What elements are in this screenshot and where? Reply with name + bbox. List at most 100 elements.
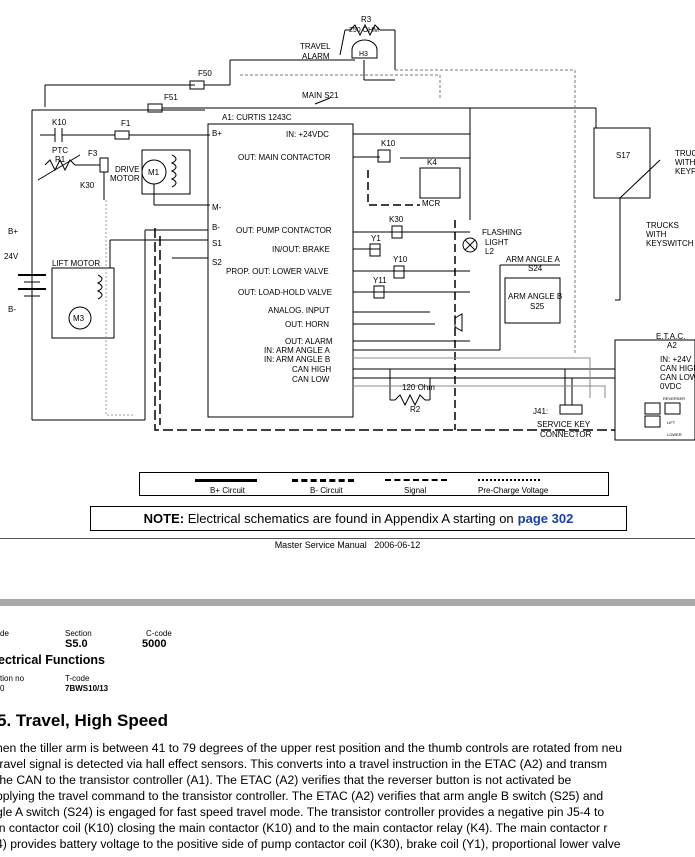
b-minus-terminal: B- [212, 223, 220, 232]
version-label: tion no [0, 674, 25, 683]
etac-pin-24v: IN: +24V [660, 355, 692, 364]
in-arm-angle-b: IN: ARM ANGLE B [264, 355, 330, 364]
version-value: 0 [0, 684, 5, 693]
out-pump-contactor: OUT: PUMP CONTACTOR [236, 226, 332, 235]
section-value: S5.0 [65, 638, 88, 650]
service-key-line2: CONNECTOR [540, 430, 592, 439]
page-separator [0, 599, 695, 606]
ccode-label: C-code [146, 629, 172, 638]
page-link[interactable]: page 302 [517, 511, 574, 526]
prop-lower-valve: PROP. OUT: LOWER VALVE [226, 267, 329, 276]
precharge-line [478, 479, 540, 481]
y10-label: Y10 [393, 255, 408, 264]
battery-bminus: B- [8, 305, 16, 314]
flashing-light-line3: L2 [485, 247, 494, 256]
f3-label: F3 [88, 149, 98, 158]
paragraph-line: hen the tiller arm is between 41 to 79 d… [0, 741, 622, 755]
j41-label: J41: [533, 407, 548, 416]
note-box: NOTE: Electrical schematics are found in… [90, 506, 627, 531]
ccode-value: 5000 [142, 638, 167, 650]
note-label: NOTE: [143, 511, 185, 526]
trucks-keyswitch-3: KEYSWITCH [646, 239, 694, 248]
arm-angle-a-id: S24 [528, 264, 543, 273]
s1-terminal: S1 [212, 239, 222, 248]
ptc-line1: PTC [52, 146, 68, 155]
note-text: Electrical schematics are found in Appen… [187, 511, 514, 526]
etac-pin-0vdc: 0VDC [660, 382, 682, 391]
etac-lower: LOWER [667, 432, 682, 437]
k10-label: K10 [52, 118, 67, 127]
schematic-legend: B+ Circuit B- Circuit Signal Pre-Charge … [139, 472, 609, 496]
m3-label: M3 [73, 314, 85, 323]
y1-label: Y1 [371, 234, 381, 243]
service-key-line1: SERVICE KEY [537, 420, 591, 429]
in-24vdc: IN: +24VDC [286, 130, 329, 139]
paragraph-line: in contactor coil (K10) closing the main… [0, 821, 608, 835]
signal-line [385, 479, 447, 481]
out-alarm: OUT: ALARM [285, 337, 333, 346]
main-switch-label: MAIN S21 [302, 91, 339, 100]
etac-reverser: REVERSER [663, 396, 685, 401]
etac-pin-can-high: CAN HIGH [660, 364, 695, 373]
etac-id: A2 [667, 341, 677, 350]
out-loadhold-valve: OUT: LOAD-HOLD VALVE [238, 288, 332, 297]
can-low: CAN LOW [292, 375, 330, 384]
lift-motor-label: LIFT MOTOR [52, 259, 100, 268]
f51-label: F51 [164, 93, 178, 102]
section-heading: 5. Travel, High Speed [0, 711, 169, 730]
r2-value: 120 Ohm [402, 383, 435, 392]
truck-keyswitch-right-2: WITH [675, 158, 695, 167]
paragraph-line: travel signal is detected via hall effec… [0, 757, 608, 771]
drive-motor-line1: DRIVE [115, 165, 139, 174]
bminus-circuit-label: B- Circuit [310, 486, 343, 495]
in-arm-angle-a: IN: ARM ANGLE A [264, 346, 330, 355]
paragraph-line: 4) provides battery voltage to the posit… [0, 837, 621, 851]
out-main-contactor: OUT: MAIN CONTACTOR [238, 153, 331, 162]
paragraph-line: pplying the travel command to the transi… [0, 789, 604, 803]
precharge-label: Pre-Charge Voltage [478, 486, 549, 495]
body-paragraph: hen the tiller arm is between 41 to 79 d… [0, 740, 695, 852]
section-label: Section [65, 629, 92, 638]
battery-voltage: 24V [4, 252, 19, 261]
drive-motor-line2: MOTOR [110, 174, 140, 183]
f1-label: F1 [121, 119, 131, 128]
s2-terminal: S2 [212, 258, 222, 267]
code-label: de [0, 629, 9, 638]
r3-label: R3 [361, 15, 372, 24]
truck-keyswitch-right-3: KEYF [675, 167, 695, 176]
m-minus-terminal: M- [212, 203, 222, 212]
r2-label: R2 [410, 405, 421, 414]
tcode-label: T-code [65, 674, 90, 683]
y11-label: Y11 [373, 276, 387, 285]
etac-lift: LIFT [667, 420, 676, 425]
mcr-label: MCR [422, 199, 440, 208]
battery-bplus: B+ [8, 227, 18, 236]
signal-label: Signal [404, 486, 427, 495]
arm-angle-b-id: S25 [530, 302, 545, 311]
out-horn: OUT: HORN [285, 320, 329, 329]
h3-label: H3 [359, 51, 368, 58]
travel-alarm-line2: ALARM [302, 52, 330, 61]
k4-label: K4 [427, 158, 437, 167]
bplus-terminal: B+ [212, 129, 222, 138]
footer-divider [0, 538, 695, 539]
bplus-line [195, 479, 257, 482]
ptc-line2: R1 [55, 155, 66, 164]
k30-left-label: K30 [80, 181, 95, 190]
trucks-keyswitch-1: TRUCKS [646, 221, 679, 230]
etac-pin-can-low: CAN LOW [660, 373, 695, 382]
bplus-circuit-label: B+ Circuit [210, 486, 245, 495]
etac-title: E.T.A.C. [656, 332, 685, 341]
truck-keyswitch-right-1: TRUCK [675, 149, 695, 158]
can-high: CAN HIGH [292, 365, 331, 374]
arm-angle-b-label: ARM ANGLE B [508, 292, 562, 301]
manual-title: Master Service Manual [274, 540, 367, 550]
in-out-brake: IN/OUT: BRAKE [272, 245, 330, 254]
controller-title: A1: CURTIS 1243C [222, 113, 292, 122]
flashing-light-line2: LIGHT [485, 238, 509, 247]
manual-date: 2006-06-12 [374, 540, 421, 550]
trucks-keyswitch-2: WITH [646, 230, 667, 239]
f50-label: F50 [198, 69, 212, 78]
travel-alarm-line1: TRAVEL [300, 42, 331, 51]
paragraph-line: the CAN to the transistor controller (A1… [0, 773, 572, 787]
